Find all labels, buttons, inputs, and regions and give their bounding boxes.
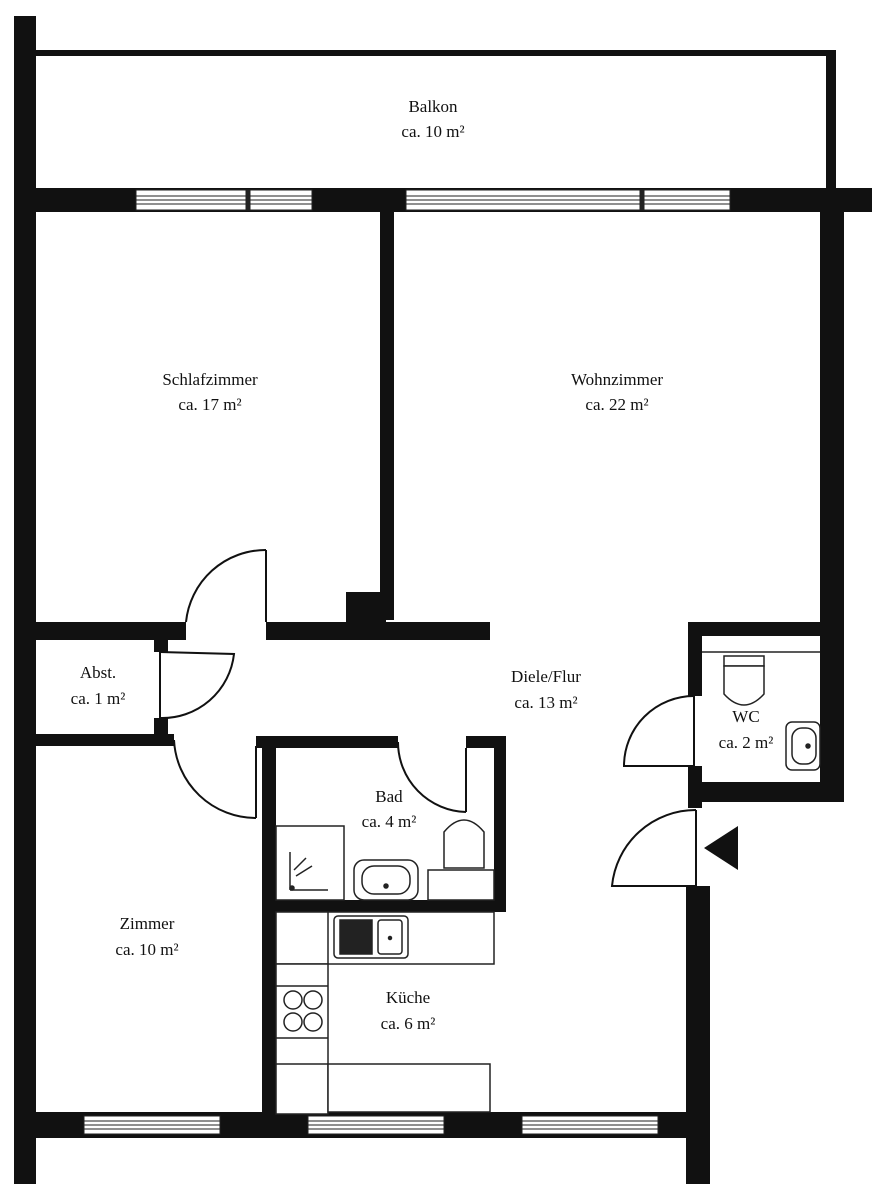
- room-name-abst: Abst.: [80, 663, 116, 682]
- room-name-diele: Diele/Flur: [511, 667, 581, 686]
- wc-wall-right: [820, 622, 844, 802]
- wall-bed-bottom-right: [266, 622, 490, 640]
- bad-toilet-icon: [427, 819, 495, 901]
- entrance-arrow-icon: [704, 826, 738, 870]
- balcony-railing-top: [36, 50, 836, 56]
- door-zimmer: [173, 739, 257, 820]
- room-area-schlafzimmer: ca. 17 m²: [178, 395, 241, 414]
- room-area-kueche: ca. 6 m²: [381, 1014, 436, 1033]
- door-abst: [159, 651, 236, 720]
- room-name-schlafzimmer: Schlafzimmer: [162, 370, 258, 389]
- bad-wall-top-left: [262, 736, 398, 748]
- room-name-zimmer: Zimmer: [120, 914, 175, 933]
- doors: [159, 548, 697, 887]
- window-bedroom: [135, 189, 313, 211]
- door-bad: [397, 741, 467, 813]
- room-area-zimmer: ca. 10 m²: [115, 940, 178, 959]
- wall-pillar: [346, 592, 386, 626]
- room-area-diele: ca. 13 m²: [514, 693, 577, 712]
- wall-abst-right: [154, 640, 168, 652]
- room-name-wohnzimmer: Wohnzimmer: [571, 370, 663, 389]
- fixtures: [275, 651, 821, 1115]
- shower-icon: [275, 825, 345, 901]
- door-bedroom: [185, 548, 267, 623]
- wc-wall-bottom: [688, 782, 844, 802]
- window-kitchen-left: [307, 1115, 445, 1135]
- outer-wall-right-upper: [820, 188, 844, 622]
- wall-zimmer-right: [262, 736, 276, 1114]
- bad-wall-right: [494, 736, 506, 912]
- window-living: [405, 189, 731, 211]
- window-kitchen-right: [521, 1115, 659, 1135]
- bad-wall-bottom: [262, 900, 506, 912]
- outer-wall-right-lower: [686, 886, 710, 1184]
- wall-bed-bottom-left: [36, 622, 186, 640]
- room-name-bad: Bad: [375, 787, 403, 806]
- wall-abst-bottom: [36, 734, 174, 746]
- room-area-wohnzimmer: ca. 22 m²: [585, 395, 648, 414]
- kitchen-sink-icon: [333, 915, 409, 959]
- sink-icon: [785, 721, 821, 771]
- stove-icon: [283, 990, 323, 1032]
- room-name-wc: WC: [732, 707, 759, 726]
- door-wc: [622, 695, 695, 767]
- kitchen-counter-left: [275, 963, 329, 1115]
- kitchen-counter-bottom: [327, 1063, 491, 1113]
- room-area-abst: ca. 1 m²: [71, 689, 126, 708]
- windows: [83, 189, 731, 1135]
- bad-sink-icon: [353, 859, 419, 901]
- room-name-kueche: Küche: [386, 988, 430, 1007]
- window-zimmer: [83, 1115, 221, 1135]
- toilet-icon: [702, 651, 820, 706]
- wall-bed-living: [380, 212, 394, 620]
- outer-wall-left: [14, 16, 36, 1184]
- door-entrance: [610, 808, 697, 887]
- room-labels: Balkon ca. 10 m² Schlafzimmer ca. 17 m² …: [71, 97, 774, 1033]
- room-area-bad: ca. 4 m²: [362, 812, 417, 831]
- balcony-railing-right: [826, 50, 836, 190]
- room-area-balkon: ca. 10 m²: [401, 122, 464, 141]
- wc-wall-top: [688, 622, 844, 636]
- room-area-wc: ca. 2 m²: [719, 733, 774, 752]
- wc-wall-left-top: [688, 622, 702, 696]
- room-name-balkon: Balkon: [408, 97, 458, 116]
